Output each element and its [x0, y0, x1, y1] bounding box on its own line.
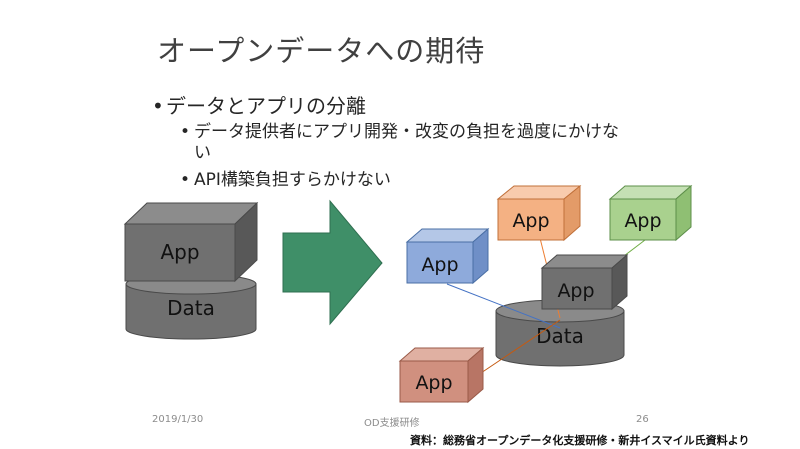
left-app-box: App — [123, 201, 259, 283]
app-orange-label: App — [512, 210, 549, 232]
app-gray-label: App — [557, 280, 594, 302]
bullet-separation-text: データとアプリの分離 — [166, 94, 366, 118]
left-app-label: App — [160, 240, 199, 264]
app-box-green: App — [608, 184, 693, 242]
app-box-gray: App — [540, 253, 629, 311]
slide-title: オープンデータへの期待 — [157, 34, 486, 68]
footer-date: 2019/1/30 — [152, 414, 204, 425]
app-box-orange: App — [496, 184, 582, 242]
transition-arrow — [282, 199, 383, 326]
app-box-blue: App — [405, 227, 490, 285]
app-blue-label: App — [421, 254, 458, 276]
app-red-label: App — [415, 372, 452, 394]
app-box-red: App — [398, 346, 485, 404]
sub-bullet-no-burden-text: データ提供者にアプリ開発・改変の負担を過度にかけない — [194, 122, 619, 163]
sub-bullet-no-api-text: API構築負担すらかけない — [194, 170, 391, 190]
footer-title: OD支援研修 — [364, 418, 420, 429]
connector-red — [477, 319, 561, 376]
right-data-cylinder: Data — [495, 299, 625, 367]
app-green-label: App — [624, 210, 661, 232]
source-caption: 資料：総務省オープンデータ化支援研修・新井イスマイル氏資料より — [410, 432, 750, 448]
page-number: 26 — [636, 414, 649, 425]
sub-bullet-marker: • — [180, 170, 191, 190]
left-data-label: Data — [167, 296, 215, 320]
left-data-cylinder: Data — [125, 273, 257, 340]
bullet-marker: • — [152, 94, 164, 118]
sub-bullet-no-api: •API構築負担すらかけない — [180, 170, 391, 191]
sub-bullet-no-burden: • データ提供者にアプリ開発・改変の負担を過度にかけない — [180, 122, 620, 164]
connector-blue — [446, 283, 561, 329]
bullet-separation: •データとアプリの分離 — [152, 90, 366, 119]
sub-bullet-marker: • — [180, 122, 191, 142]
